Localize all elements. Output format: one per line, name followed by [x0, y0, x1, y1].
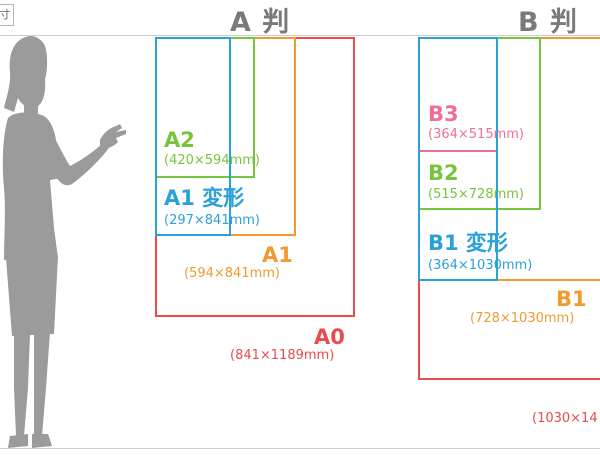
woman-silhouette-icon: [2, 36, 126, 448]
bottom-divider: [0, 448, 600, 449]
a0-name: A0: [314, 325, 345, 349]
top-divider: [0, 35, 600, 36]
corner-tag: 寸: [0, 4, 14, 26]
b3-size: (364×515mm): [428, 127, 524, 142]
b1-variant-size: (364×1030mm): [428, 258, 533, 273]
b1-variant-name: B1 変形: [428, 231, 508, 255]
b1-name: B1: [556, 287, 587, 311]
a1-variant-size: (297×841mm): [164, 213, 260, 228]
b-series-heading: B 判: [518, 7, 578, 38]
a2-name: A2: [164, 128, 195, 152]
b2-size: (515×728mm): [428, 187, 524, 202]
a2-size: (420×594mm): [164, 153, 260, 168]
a0-size: (841×1189mm): [230, 348, 335, 363]
b1-variant-rect: [418, 37, 498, 281]
b3-name: B3: [428, 102, 459, 126]
a-series-heading: A 判: [230, 7, 291, 38]
a1-size: (594×841mm): [184, 266, 280, 281]
a1-variant-name: A1 変形: [164, 186, 245, 210]
b0-size: (1030×14: [532, 411, 598, 426]
a1-name: A1: [262, 243, 293, 267]
b1-size: (728×1030mm): [470, 311, 575, 326]
a1-variant-rect: [155, 37, 231, 236]
b2-name: B2: [428, 161, 459, 185]
